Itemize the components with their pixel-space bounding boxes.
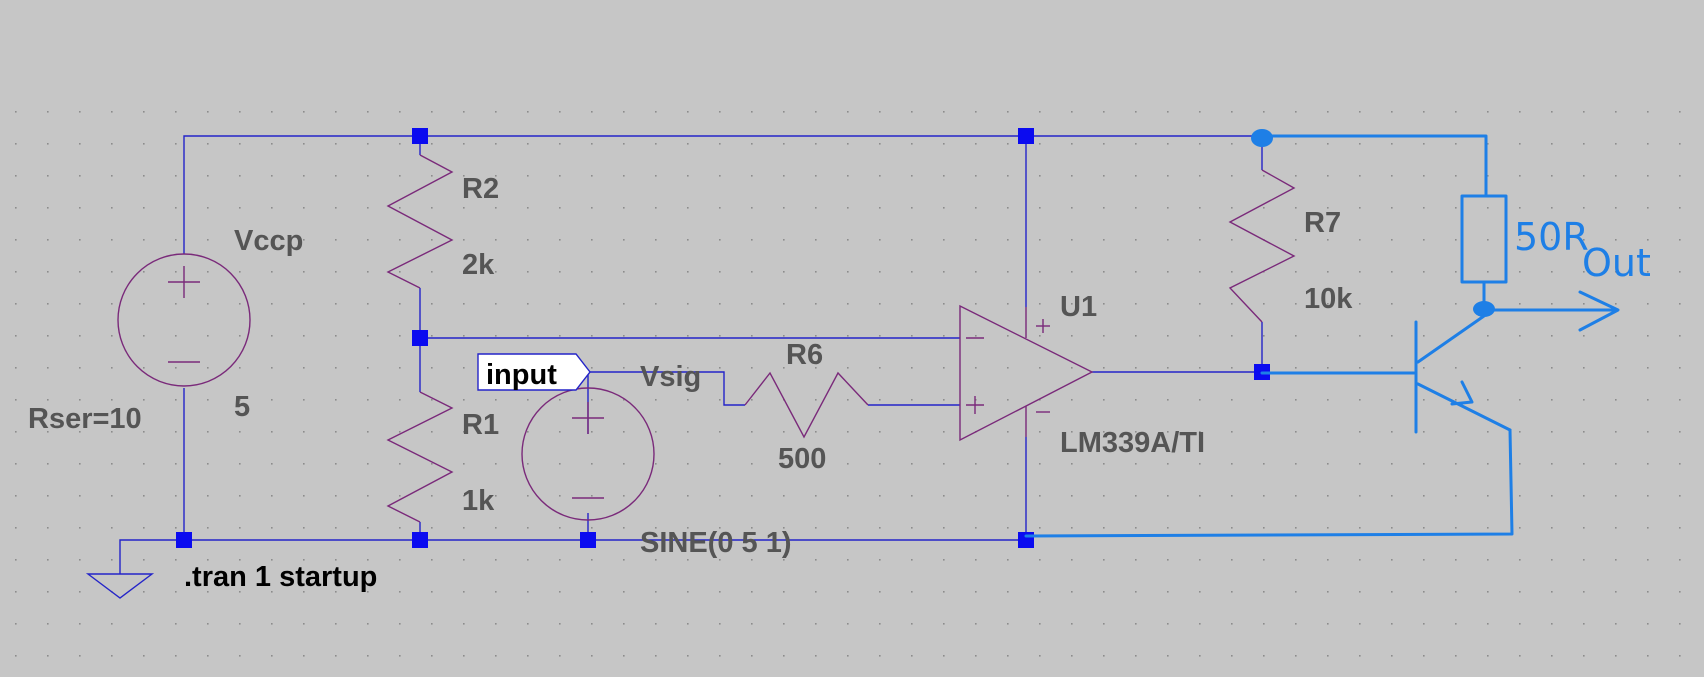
hand-transistor-collector [1416,314,1486,364]
node-bottom-vccp [176,532,192,548]
vccp-circle [117,253,251,387]
handdrawn-additions: 50R Out [1024,129,1651,538]
labels: Vccp 5 Rser=10 R2 2k R1 1k input Vsig SI… [28,173,1353,593]
u1-comparator[interactable] [959,304,1094,442]
tran-directive[interactable]: .tran 1 startup [184,561,377,593]
node-bottom-u1 [1018,532,1034,548]
ground-icon [85,573,155,599]
hand-transistor-emitter [1416,382,1512,432]
hand-out-label: Out [1582,241,1651,285]
u1-name-label: U1 [1060,291,1097,323]
ground-triangle [85,573,155,599]
hand-50r-label: 50R [1514,215,1589,259]
vsig-to-r6-wire [587,371,745,434]
hand-output-arrowhead [1578,290,1620,332]
top-rail-wire [183,135,1262,240]
r1-name-label: R1 [462,409,499,441]
node-bottom-r1 [412,532,428,548]
vccp-source[interactable] [117,240,251,387]
wires [119,135,1263,574]
input-flag-shape [477,353,591,391]
vsig-value-label: SINE(0 5 1) [640,527,792,559]
r7-name-label: R7 [1304,207,1341,239]
r1-resistor[interactable] [386,391,454,523]
r6-name-label: R6 [786,339,823,371]
r1-value-label: 1k [462,485,495,517]
node-bottom-vsig [580,532,596,548]
r6-resistor[interactable] [744,371,869,439]
r6-value-label: 500 [778,443,826,475]
vsig-source[interactable] [521,387,655,521]
input-flag-label: input [486,359,557,391]
vsig-circle [521,387,655,521]
bottom-rail-wire [119,539,1026,574]
r2-name-label: R2 [462,173,499,205]
hand-top-wire [1260,134,1488,198]
vsig-name-label: Vsig [640,361,701,393]
vccp-rser-label: Rser=10 [28,403,142,435]
hand-emitter-arrow [1450,380,1474,406]
r7-resistor[interactable] [1228,169,1296,323]
node-top-r2 [412,128,428,144]
hand-top-dot [1251,129,1273,147]
node-top-u1 [1018,128,1034,144]
vccp-value-label: 5 [234,391,250,423]
r2-value-label: 2k [462,249,495,281]
input-net-flag[interactable] [477,353,591,391]
u1-value-label: LM339A/TI [1060,427,1205,459]
r7-value-label: 10k [1304,283,1353,315]
r2-resistor[interactable] [386,154,454,289]
vccp-name-label: Vccp [234,225,303,257]
node-divider [412,330,428,346]
hand-emitter-ground-wire [1024,428,1514,538]
